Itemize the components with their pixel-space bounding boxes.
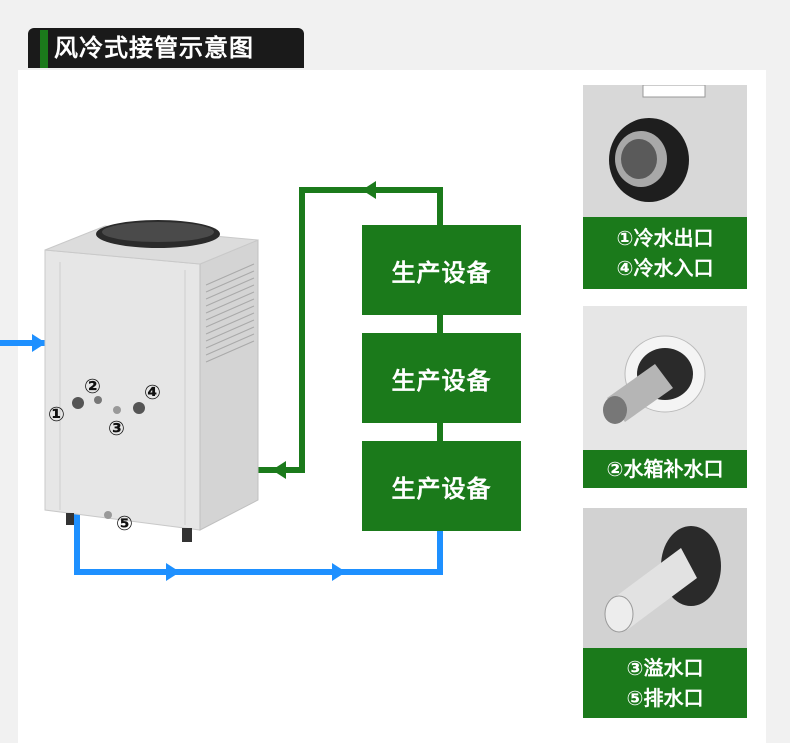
blue-arrow-left — [32, 334, 46, 352]
photo-caption-2: ②水箱补水口 — [583, 450, 747, 488]
caption-cold-inlet: ④冷水入口 — [616, 256, 714, 280]
chiller-unit — [44, 220, 259, 542]
caption-cold-outlet: ①冷水出口 — [616, 226, 714, 250]
photo-outlet-inlet: ①冷水出口 ④冷水入口 — [583, 85, 747, 289]
page-title: 风冷式接管示意图 — [54, 34, 254, 62]
green-arrow-top — [362, 181, 376, 199]
drain-photo-image — [583, 508, 747, 648]
equipment-box-2: 生产设备 — [362, 333, 521, 423]
caption-drain: ⑤排水口 — [626, 686, 704, 710]
equipment-box-1: 生产设备 — [362, 225, 521, 315]
photo-caption-1: ①冷水出口 ④冷水入口 — [583, 217, 747, 289]
caption-tank-refill: ②水箱补水口 — [606, 457, 724, 481]
refill-photo-image — [583, 306, 747, 450]
blue-arrow-bottom-1 — [166, 563, 180, 581]
marker-2: ② — [84, 374, 101, 398]
marker-3: ③ — [108, 416, 125, 440]
blue-arrow-bottom-2 — [332, 563, 346, 581]
photo-caption-3: ③溢水口 ⑤排水口 — [583, 648, 747, 718]
pipe-photo-image — [583, 85, 747, 217]
equipment-box-3: 生产设备 — [362, 441, 521, 531]
title-accent — [40, 30, 48, 68]
caption-overflow: ③溢水口 — [626, 656, 704, 680]
title-bar — [28, 28, 304, 68]
marker-5: ⑤ — [116, 511, 133, 535]
marker-4: ④ — [144, 380, 161, 404]
photo-overflow-drain: ③溢水口 ⑤排水口 — [583, 508, 747, 718]
green-arrow-bottom — [272, 461, 286, 479]
photo-tank-refill: ②水箱补水口 — [583, 306, 747, 488]
marker-1: ① — [48, 402, 65, 426]
